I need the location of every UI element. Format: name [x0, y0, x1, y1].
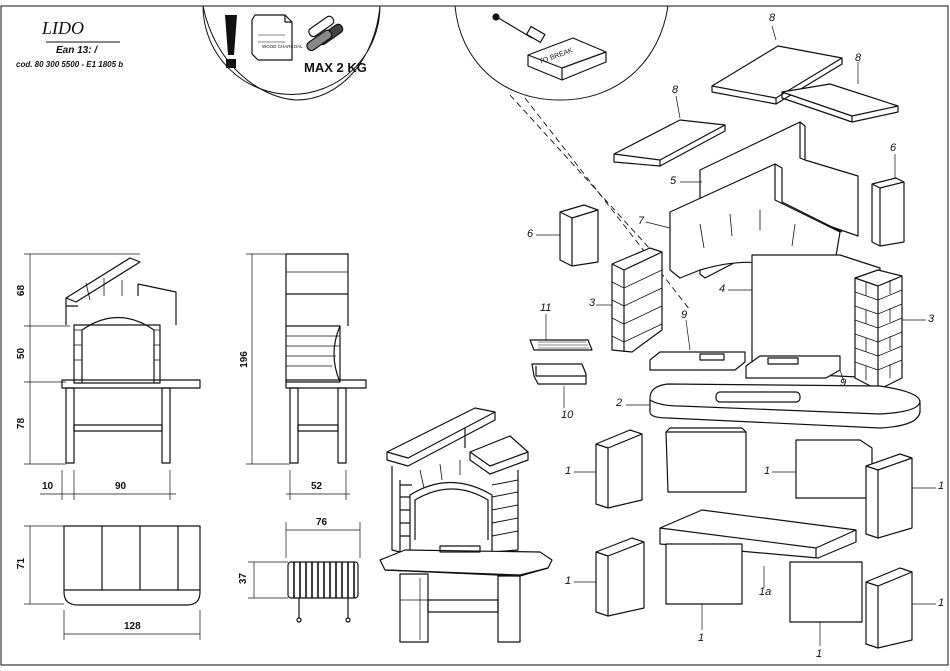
wood-logs-icon: [305, 15, 344, 52]
lower-block-mid: [666, 544, 742, 604]
part-number-lower-left: 1: [565, 575, 571, 587]
base-block-far: [866, 454, 912, 538]
callout-leader: [510, 95, 690, 310]
part-number-worktop: 2: [616, 397, 622, 409]
roof-slab-right: [782, 84, 898, 122]
part-number-lower-shelf: 1a: [759, 586, 771, 598]
part-number-base-block-right: 1: [938, 480, 944, 492]
part-number-pillar-left: 3: [589, 297, 595, 309]
bag-label: WOOD CHARCOAL: [262, 44, 303, 49]
lower-block-right: [790, 562, 862, 622]
base-block-right: [796, 440, 872, 498]
side-panel-left: [560, 205, 598, 266]
dim-front-width: 90: [115, 481, 126, 492]
warning-exclamation-icon: [225, 15, 237, 68]
base-block-left: [596, 430, 642, 508]
dim-front-offset: 10: [42, 481, 53, 492]
side-panel-right: [872, 178, 904, 246]
part-number-hearth-right: 9: [840, 377, 846, 389]
part-number-lower-far: 1: [938, 597, 944, 609]
dim-side-depth: 52: [311, 481, 322, 492]
dim-plan-width: 128: [124, 621, 141, 632]
part-number-hearth-left: 9: [681, 309, 687, 321]
part-number-side-panel-right: 6: [890, 142, 896, 154]
assembled-barbecue: [380, 408, 552, 642]
dim-front-lower: 78: [16, 418, 27, 429]
grill-dimension-lines: [248, 522, 360, 598]
grill-view: [288, 562, 358, 622]
side-view: [286, 254, 366, 463]
part-number-roof-left: 8: [672, 84, 678, 96]
lower-block-far: [866, 568, 912, 648]
roof-slab-left: [614, 120, 725, 166]
lower-block-left: [596, 538, 644, 616]
charcoal-bag-icon: [252, 15, 292, 60]
ash-drawer: [532, 364, 586, 384]
part-number-base-block-left: 1: [565, 465, 571, 477]
worktop-slab: [650, 384, 920, 428]
pillar-left: [612, 248, 662, 352]
dim-grill-depth: 37: [238, 573, 249, 584]
base-block-mid: [666, 428, 746, 492]
part-number-side-panel-left: 6: [527, 228, 533, 240]
plan-dimension-lines: [24, 526, 200, 640]
grate-tray: [530, 340, 592, 350]
dim-front-upper: 68: [16, 285, 27, 296]
front-dimension-lines: [24, 254, 176, 500]
part-number-ash-drawer: 10: [561, 409, 573, 421]
part-number-back-wall: 5: [670, 175, 676, 187]
dim-front-middle: 50: [16, 348, 27, 359]
part-number-chimney-back: 4: [719, 283, 725, 295]
pillar-right: [855, 270, 902, 390]
part-number-lower-right: 1: [816, 648, 822, 660]
hammer-icon: [493, 14, 545, 42]
plan-view: [64, 526, 200, 605]
dim-side-height: 196: [239, 351, 250, 368]
part-number-lower-mid: 1: [698, 632, 704, 644]
part-number-roof-top: 8: [769, 12, 775, 24]
part-number-grate-tray: 11: [540, 302, 551, 314]
dim-grill-width: 76: [316, 517, 327, 528]
part-number-arch: 7: [638, 215, 644, 227]
part-number-pillar-right: 3: [928, 313, 934, 325]
dim-plan-depth: 71: [16, 558, 27, 569]
hearth-slab-left: [650, 352, 745, 370]
part-number-base-block-mid: 1: [764, 465, 770, 477]
front-view: [62, 258, 200, 463]
hearth-slab-right: [746, 356, 840, 378]
part-number-roof-right: 8: [855, 52, 861, 64]
